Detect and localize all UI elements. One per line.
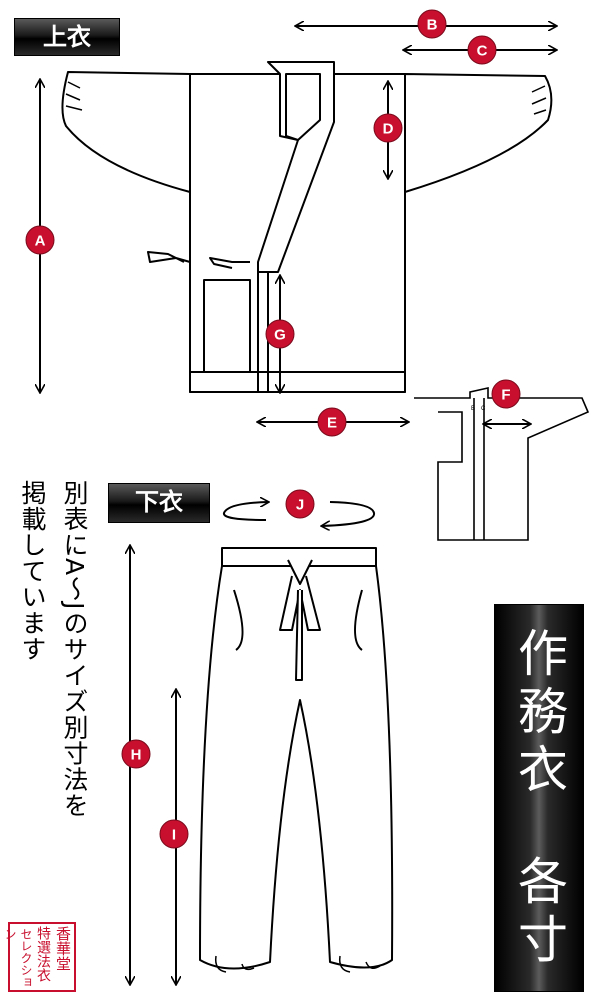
marker-h: H [121, 739, 151, 769]
svg-text:H: H [131, 747, 142, 764]
pants-drawing [199, 547, 394, 973]
svg-text:I: I [172, 827, 176, 844]
svg-text:C: C [477, 43, 488, 60]
section-label-bottom: 下衣 [108, 483, 210, 523]
marker-g: G [265, 319, 295, 349]
detail-mark-c: C [481, 406, 486, 412]
svg-text:G: G [274, 327, 286, 344]
arrow-j-right [322, 501, 375, 526]
marker-f: F [491, 379, 521, 409]
svg-text:J: J [296, 497, 304, 514]
section-label-top: 上衣 [14, 18, 120, 56]
seal-text-3: セレクション [3, 928, 33, 988]
note-line-2: 掲載しています [18, 480, 47, 662]
seal-text-1: 香華堂 [54, 926, 72, 971]
arrow-j-left [223, 502, 268, 521]
note-line-1: 別表にA～Jのサイズ別寸法を [60, 480, 89, 819]
marker-e: E [317, 407, 347, 437]
detail-mark-b: B [471, 406, 475, 412]
seal-stamp: 香華堂 特選法衣 セレクション [3, 922, 76, 992]
title-main: 作務衣 [510, 627, 568, 801]
jacket-drawing [61, 61, 553, 393]
svg-text:A: A [35, 233, 46, 250]
title-panel: 作務衣 各寸 [494, 604, 584, 992]
jacket-left-sleeve [61, 71, 191, 193]
marker-a: A [25, 225, 55, 255]
svg-text:E: E [327, 415, 337, 432]
marker-c: C [467, 35, 497, 65]
jacket-pocket [203, 279, 251, 373]
marker-j: J [285, 489, 315, 519]
seal-text-2: 特選法衣 [35, 926, 51, 982]
pants-legs [199, 565, 394, 970]
jacket-right-sleeve [404, 73, 553, 193]
marker-b: B [417, 9, 447, 39]
svg-text:D: D [383, 121, 394, 138]
marker-i: I [159, 819, 189, 849]
svg-text:B: B [427, 17, 438, 34]
title-sub: 各寸 [510, 855, 568, 971]
jacket-side-detail [414, 387, 590, 541]
jacket-tie [147, 251, 191, 263]
svg-text:F: F [501, 387, 510, 404]
marker-d: D [373, 113, 403, 143]
